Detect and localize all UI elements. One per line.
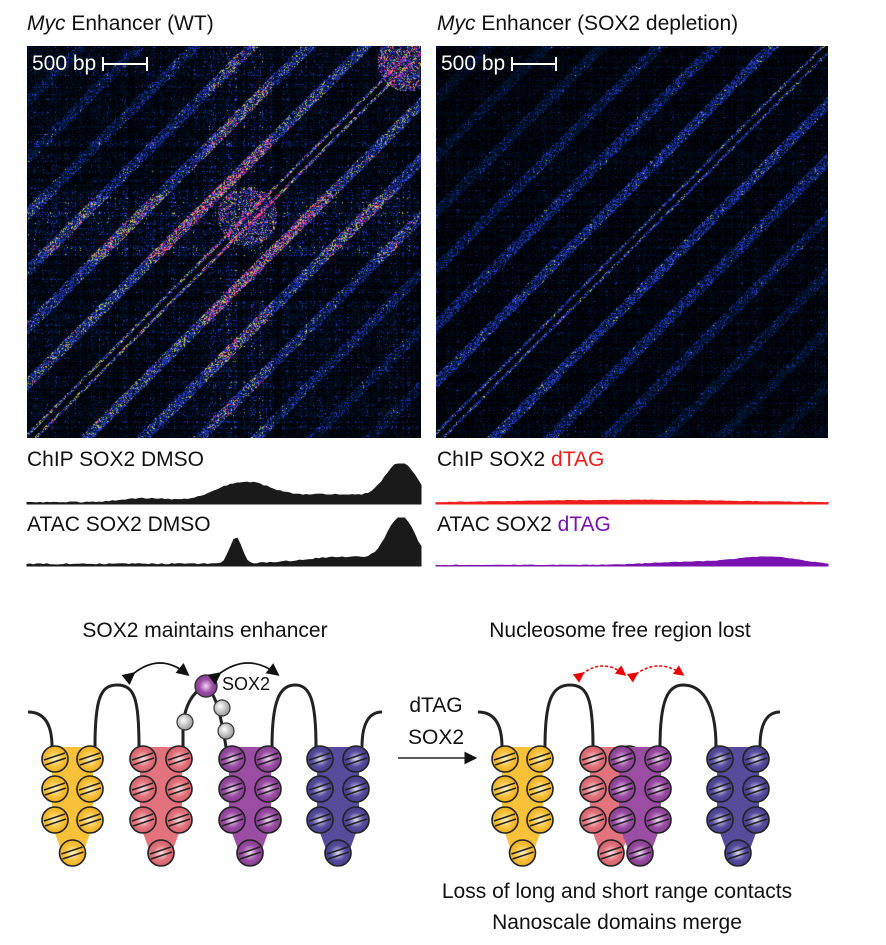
nucleosome-purple-icon [608, 806, 636, 834]
lost-contact-arrow-icon [626, 665, 685, 683]
nucleosome-yellow-icon [526, 775, 554, 803]
wt-contact-heatmap [27, 46, 421, 438]
domain-blue-background [317, 747, 359, 860]
nucleosome-yellow-icon [508, 839, 537, 867]
nucleosome-purple-icon [254, 806, 282, 834]
arrow-label-sox2: SOX2 [407, 726, 465, 749]
contact-arrow-icon [207, 662, 280, 685]
dna-strand [360, 710, 383, 748]
atac-dmso-track [26, 517, 422, 567]
atac-dtag-track [435, 556, 829, 567]
nucleosome-blue-icon [742, 775, 770, 803]
nucleosome-yellow-icon [41, 775, 69, 803]
domain-purple-background [229, 747, 271, 860]
domain-blue-background [717, 747, 759, 860]
scale-bar-wt: 500 bp [32, 52, 149, 76]
nucleosome-blue-icon [342, 806, 370, 834]
nucleosome-yellow-icon [526, 806, 554, 834]
chip-dtag-label: ChIP SOX2 dTAG [437, 448, 605, 471]
nucleosome-blue-icon [706, 775, 734, 803]
chip-dmso-label: ChIP SOX2 DMSO [27, 448, 205, 471]
nucleosome-red-icon [579, 775, 607, 803]
nucleosome-yellow-icon [526, 745, 554, 773]
nucleosome-blue-icon [724, 839, 752, 867]
nucleosome-yellow-icon [41, 745, 69, 773]
atac-dtag-label: ATAC SOX2 dTAG [437, 513, 611, 536]
nucleosome-yellow-icon [76, 806, 104, 834]
nucleosome-red-icon [129, 806, 157, 834]
chip-dmso-track [26, 463, 422, 505]
depletion-heatmap-title: Myc Enhancer (SOX2 depletion) [437, 12, 739, 35]
nucleosome-purple-icon [254, 775, 282, 803]
dna-loop [658, 683, 718, 748]
nucleosome-yellow-icon [491, 745, 519, 773]
protein-bead-icon [217, 722, 235, 740]
domain-purple-background [619, 747, 661, 860]
nucleosome-purple-icon [218, 745, 246, 773]
wt-heatmap-title: Myc Enhancer (WT) [27, 12, 214, 35]
nucleosome-blue-icon [742, 745, 770, 773]
contact-arrow-icon [121, 662, 190, 686]
dna-strand [27, 710, 54, 748]
domain-yellow-background [502, 747, 543, 860]
chip-dtag-track [435, 499, 829, 505]
nucleosome-purple-icon [644, 745, 672, 773]
nucleosome-yellow-icon [76, 745, 104, 773]
nucleosome-red-icon [579, 745, 607, 773]
nucleosome-red-icon [165, 775, 193, 803]
nucleosome-purple-icon [626, 839, 654, 867]
nucleosome-yellow-icon [58, 839, 87, 867]
dna-loop [543, 683, 595, 748]
nucleosome-purple-icon [644, 806, 672, 834]
nucleosome-red-icon [129, 745, 157, 773]
nucleosome-purple-icon [608, 745, 636, 773]
nucleosome-red-icon [129, 775, 157, 803]
nucleosome-blue-icon [706, 745, 734, 773]
nucleosome-blue-icon [324, 839, 352, 867]
nucleosome-yellow-icon [76, 775, 104, 803]
nucleosome-blue-icon [306, 745, 334, 773]
protein-bead-icon [176, 713, 194, 731]
protein-bead-icon [213, 699, 231, 717]
dna-loop [270, 683, 318, 748]
nucleosome-purple-icon [644, 775, 672, 803]
lost-contact-arrow-icon [572, 665, 627, 683]
nucleosome-yellow-icon [491, 775, 519, 803]
nucleosome-red-icon [165, 745, 193, 773]
nucleosome-purple-icon [218, 775, 246, 803]
nucleosome-blue-icon [742, 806, 770, 834]
atac-dmso-label: ATAC SOX2 DMSO [27, 513, 211, 536]
nucleosome-red-icon [165, 806, 193, 834]
dna-strand [758, 710, 781, 748]
sox2-label: SOX2 [222, 674, 271, 694]
nucleosome-red-icon [579, 806, 607, 834]
caption-line-1: Loss of long and short range contacts [441, 880, 793, 903]
nucleosome-red-icon [597, 839, 625, 867]
scale-bar-depletion: 500 bp [441, 52, 558, 76]
caption-line-2: Nanoscale domains merge [492, 911, 742, 934]
right-diagram-title: Nucleosome free region lost [489, 619, 751, 642]
sox2-protein-icon [194, 674, 218, 698]
nucleosome-yellow-icon [41, 806, 69, 834]
nucleosome-blue-icon [342, 775, 370, 803]
nucleosome-purple-icon [236, 839, 264, 867]
dna-loop [93, 683, 141, 748]
domain-red-background [140, 747, 182, 860]
depletion-contact-heatmap [436, 46, 828, 438]
nucleosome-purple-icon [218, 806, 246, 834]
nucleosome-blue-icon [306, 806, 334, 834]
left-diagram-title: SOX2 maintains enhancer [82, 619, 328, 642]
domain-yellow-background [52, 747, 93, 860]
dna-strand [477, 710, 504, 748]
arrow-label-dtag: dTAG [409, 694, 463, 717]
nucleosome-red-icon [147, 839, 175, 867]
nucleosome-yellow-icon [491, 806, 519, 834]
nucleosome-blue-icon [306, 775, 334, 803]
nucleosome-blue-icon [342, 745, 370, 773]
nucleosome-purple-icon [608, 775, 636, 803]
nucleosome-purple-icon [254, 745, 282, 773]
nucleosome-blue-icon [706, 806, 734, 834]
